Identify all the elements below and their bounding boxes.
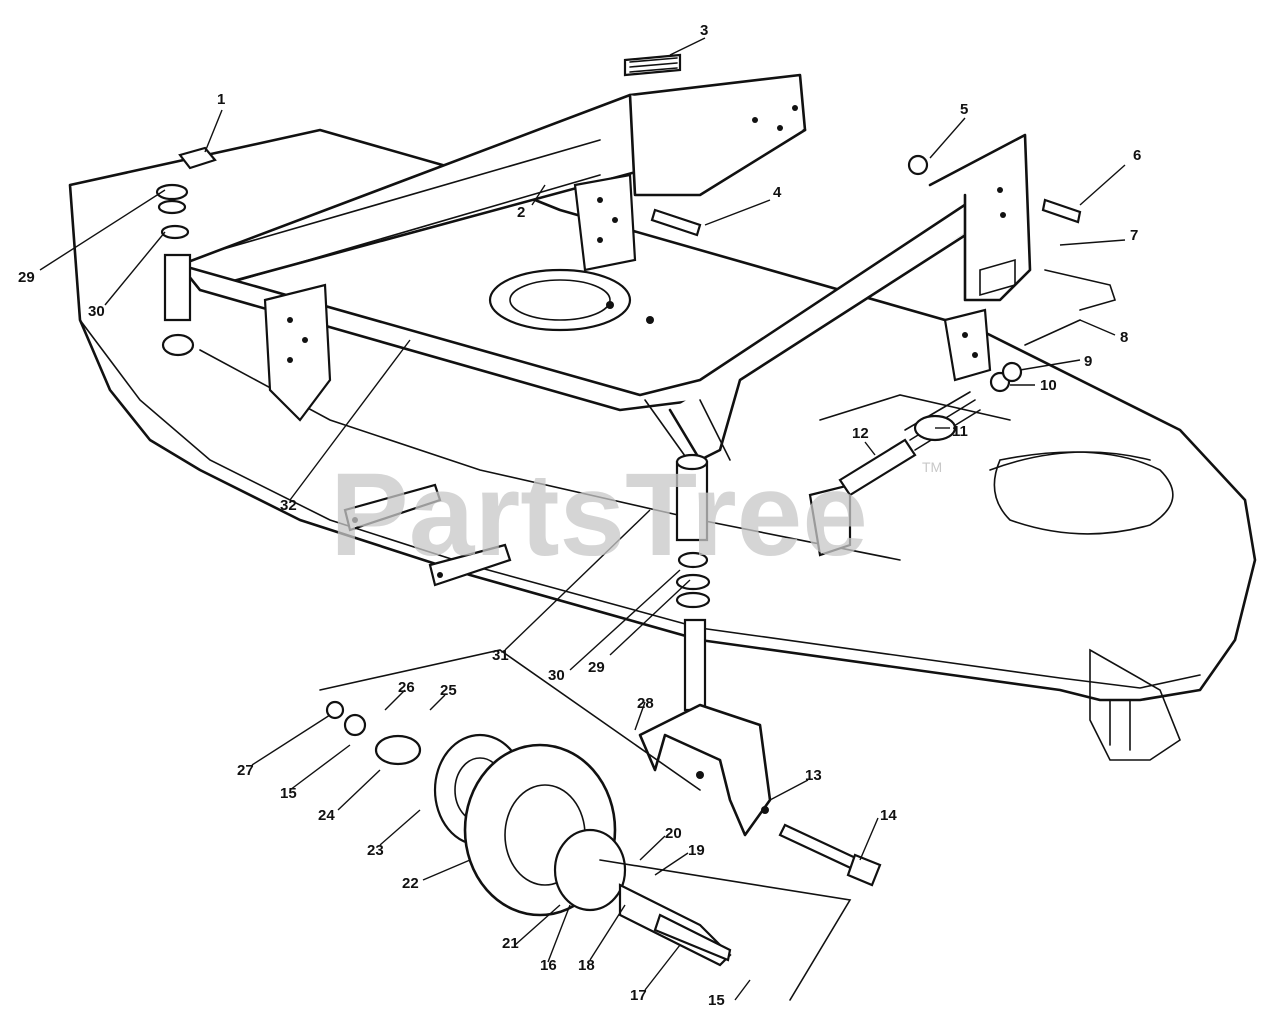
callout-4: 4 [773,184,782,201]
callout-28: 28 [637,695,654,712]
center-spindle [488,268,654,332]
callout-23: 23 [367,842,384,859]
leader-lines [39,37,1126,1001]
caster-wheel-assembly [325,700,732,967]
main-frame [178,73,1032,471]
callout-13: 13 [805,767,822,784]
callout-19: 19 [688,842,705,859]
callout-16: 16 [540,957,557,974]
assembly-boundaries [319,649,852,1001]
callout-20: 20 [665,825,682,842]
height-adjust-plates [263,173,992,422]
callout-32: 32 [280,497,297,514]
callout-15-upper: 15 [280,785,297,802]
callout-21: 21 [502,935,519,952]
spring-and-hardware [623,53,1117,497]
partstree-watermark: PartsTree [330,449,868,581]
callout-9: 9 [1084,353,1092,370]
caster-bracket [638,703,772,837]
callout-3: 3 [700,22,708,39]
callout-2: 2 [517,204,525,221]
callout-6: 6 [1133,147,1141,164]
callout-26: 26 [398,679,415,696]
callout-18: 18 [578,957,595,974]
callout-30-right: 30 [548,667,565,684]
callout-31: 31 [492,647,509,664]
callout-17: 17 [630,987,647,1004]
callout-15-lower: 15 [708,992,725,1009]
right-spindle-column [675,453,711,712]
callout-14: 14 [880,807,897,824]
left-spindle-column [155,146,217,357]
caster-bolt [778,823,882,887]
callout-22: 22 [402,875,419,892]
callout-24: 24 [318,807,335,824]
callout-8: 8 [1120,329,1128,346]
callout-29-left: 29 [18,269,35,286]
callout-12: 12 [852,425,869,442]
callout-7: 7 [1130,227,1138,244]
callout-5: 5 [960,101,968,118]
callout-1: 1 [217,91,225,108]
callout-11: 11 [952,423,968,440]
callout-30-left: 30 [88,303,105,320]
callout-29-right: 29 [588,659,605,676]
deck-hanger-brackets [343,483,852,587]
callout-10: 10 [1040,377,1057,394]
hatched-tag [629,57,678,73]
watermark-trademark: TM [922,459,942,475]
callout-labels: 1 2 3 4 5 6 7 8 9 10 11 12 13 14 15 15 1… [18,22,1141,1009]
callout-25: 25 [440,682,457,699]
callout-27: 27 [237,762,254,779]
